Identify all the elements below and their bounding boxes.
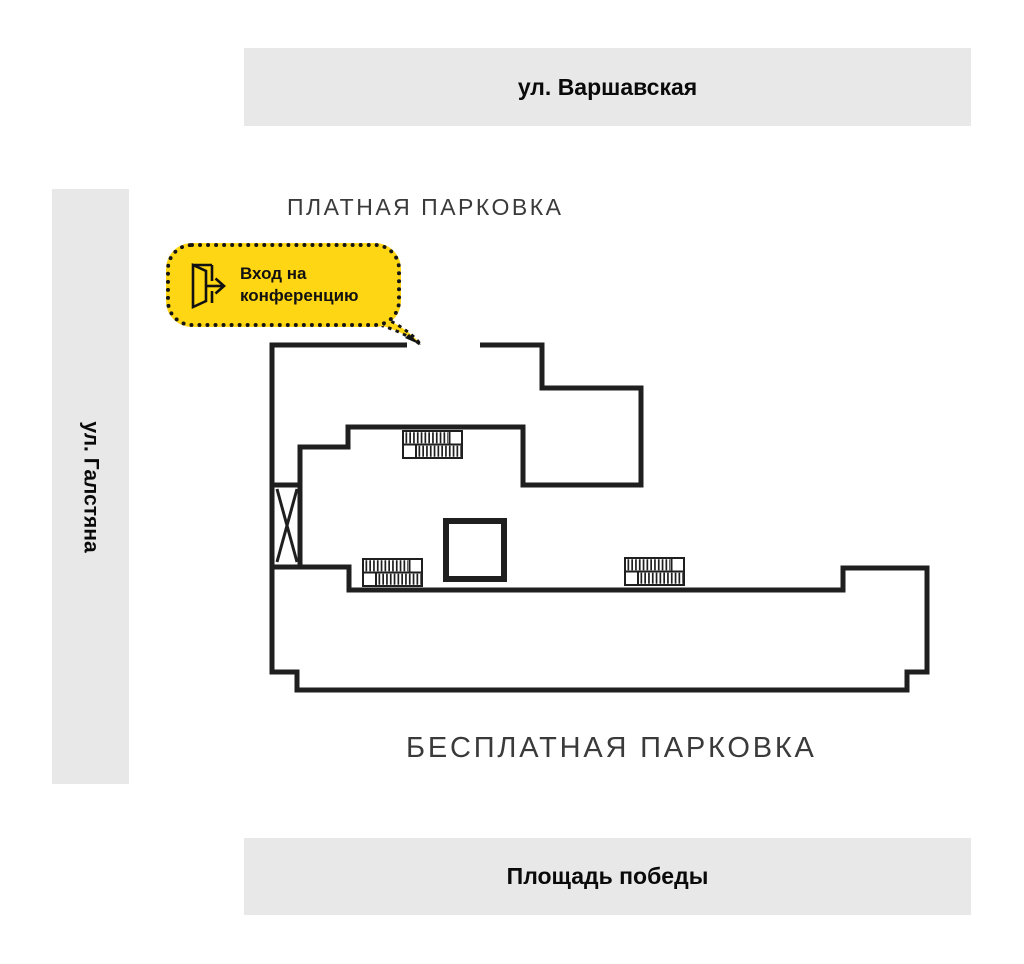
stairs-icon [625, 558, 684, 585]
building-walls [269, 342, 930, 693]
callout-line1: Вход на [240, 264, 307, 283]
callout-text: Вход на конференцию [240, 263, 359, 307]
door-exit-icon [191, 262, 226, 310]
street-label-varshavskaya: ул. Варшавская [517, 73, 698, 100]
free-parking-label: БЕСПЛАТНАЯ ПАРКОВКА [406, 732, 817, 764]
stairs-icon [403, 431, 462, 458]
street-label-victory-square: Площадь победы [506, 863, 709, 889]
callout-line2: конференцию [240, 286, 359, 305]
street-bar-varshavskaya: ул. Варшавская [244, 48, 971, 126]
elevator-room [443, 518, 507, 582]
callout-tail [381, 315, 423, 347]
paid-parking-label: ПЛАТНАЯ ПАРКОВКА [287, 194, 564, 220]
street-bar-victory-square: Площадь победы [244, 838, 971, 915]
stairs-icon [363, 559, 422, 586]
conference-entrance-callout: Вход на конференцию [166, 243, 401, 327]
stair-shaft-icon [275, 488, 299, 563]
street-bar-galstyana: ул. Галстяна [52, 189, 129, 784]
